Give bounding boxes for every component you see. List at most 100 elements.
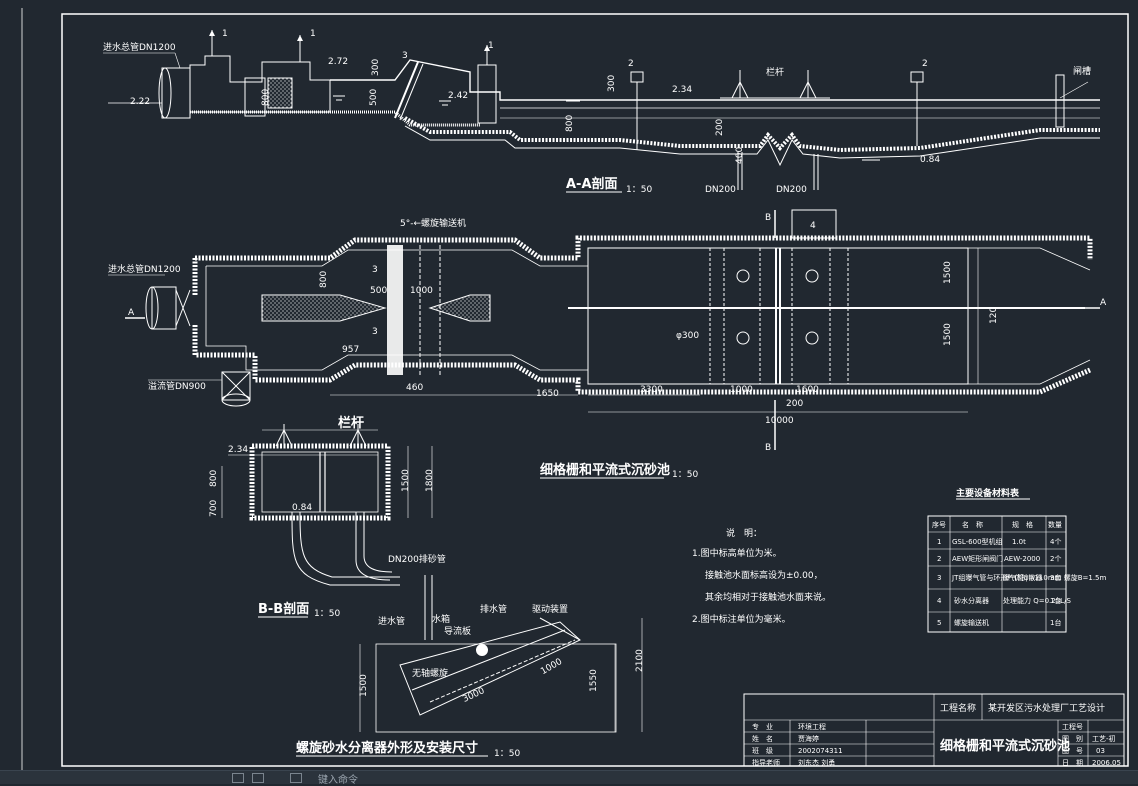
bb-dim-800: 800 — [209, 470, 219, 487]
aa-elev-272: 2.72 — [328, 57, 348, 67]
tb-row2-label: 姓 名 — [752, 734, 773, 743]
bb-dim-700: 700 — [209, 500, 219, 517]
command-bar[interactable]: 键入命令 — [0, 770, 1138, 786]
terminal-icon[interactable] — [290, 773, 302, 783]
plan-scale: 1：50 — [672, 470, 698, 480]
sep-dim-1550: 1550 — [589, 669, 599, 692]
notes-heading: 说 明： — [726, 527, 762, 539]
mat-r3-name: JT组曝气管与环形气体扩散器 — [951, 573, 1042, 582]
sep-inlet-label: 进水管 — [378, 615, 405, 627]
mat-header-qty: 数量 — [1048, 520, 1062, 529]
bb-elev-084: 0.84 — [292, 503, 312, 513]
tb-project-name: 某开发区污水处理厂工艺设计 — [988, 702, 1105, 714]
aa-dim-300b: 300 — [607, 75, 617, 92]
aa-dn200-a: DN200 — [705, 185, 736, 195]
notes: 说 明： 1.图中标高单位为米。 接触池水面标高设为±0.00， 其余均相对于接… — [692, 527, 831, 625]
separator-view: 进水管 水箱 导流板 排水管 驱动装置 无轴螺旋 1500 1550 2100 … — [296, 603, 645, 759]
tb-row1-value: 环境工程 — [798, 722, 826, 731]
mat-r2-name: AEW矩形闸阀门 — [952, 554, 1003, 563]
aa-mark-1a: 1 — [222, 29, 228, 39]
aa-section-title: A-A剖面 — [566, 176, 618, 192]
aa-elev-084: 0.84 — [920, 155, 940, 165]
mat-r2-no: 2 — [937, 555, 941, 563]
aa-mark-1c: 1 — [488, 41, 494, 51]
plan-dim-120: 120 — [989, 307, 999, 324]
mat-r1-spec: 1.0t — [1012, 538, 1026, 546]
plan-inlet-main-label: 进水总管DN1200 — [108, 263, 181, 275]
aa-section-scale: 1：50 — [626, 185, 652, 195]
tb-row4-value: 刘东杰 刘勇 — [798, 758, 835, 767]
sep-shaftless-label: 无轴螺旋 — [412, 667, 448, 679]
mat-r1-no: 1 — [937, 538, 941, 546]
plan-dim-957: 957 — [342, 345, 359, 355]
mat-r3-spec: 曝气管φ=110mm 螺旋B=1.5m — [1003, 573, 1107, 582]
tb-row3-label: 班 级 — [752, 746, 773, 755]
title-block: 工程名称 某开发区污水处理厂工艺设计 细格栅和平流式沉砂池 专 业 环境工程 姓… — [743, 693, 1125, 767]
plan-conveyor-label: 5°-←螺旋输送机 — [400, 217, 466, 229]
bb-elev-234: 2.34 — [228, 445, 248, 455]
aa-railing-label: 栏杆 — [766, 66, 784, 78]
materials-title: 主要设备材料表 — [956, 487, 1020, 499]
mat-r4-qty: 1台 — [1050, 596, 1061, 605]
mat-r1-name: GSL-600型机组 — [952, 537, 1003, 546]
tb-right-label-2: 图 别 — [1062, 734, 1083, 743]
aa-mark-1b: 1 — [310, 29, 316, 39]
aa-elev-242: 2.42 — [448, 91, 468, 101]
plan-dim-1000: 1000 — [410, 286, 433, 296]
plan-view: 进水总管DN1200 溢流管DN900 5°-←螺旋输送机 A A B B 4 … — [108, 209, 1107, 480]
bb-railing-label: 栏杆 — [338, 415, 364, 431]
plan-mark-b-bottom: B — [765, 443, 771, 453]
sep-dim-3000: 3000 — [461, 686, 486, 705]
drawing-frame — [61, 13, 1129, 767]
notes-line-4: 2.图中标注单位为毫米。 — [692, 613, 791, 625]
aa-elev-222: 2.22 — [130, 97, 150, 107]
mat-r4-no: 4 — [937, 597, 942, 605]
plan-mark-a-left: A — [128, 308, 135, 318]
plan-dim-200: 200 — [786, 399, 803, 409]
close-icon[interactable] — [232, 773, 244, 783]
plan-dim-500: 500 — [370, 286, 387, 296]
mat-header-name: 名 称 — [962, 520, 983, 529]
bb-scale: 1：50 — [314, 609, 340, 619]
plan-dim-1000b: 1000 — [730, 385, 753, 395]
sep-scale: 1：50 — [494, 749, 520, 759]
notes-line-1: 1.图中标高单位为米。 — [692, 547, 782, 559]
tb-right-value-4: 2006.05 — [1092, 759, 1121, 767]
aa-dim-500: 500 — [369, 89, 379, 106]
mat-header-spec: 规 格 — [1012, 520, 1033, 529]
tb-right-value-2: 工艺-初 — [1092, 734, 1116, 743]
sep-drive-label: 驱动装置 — [532, 603, 568, 615]
settings-icon[interactable] — [252, 773, 264, 783]
tb-row1-label: 专 业 — [752, 722, 773, 731]
plan-dim-1500b: 1500 — [943, 323, 953, 346]
plan-phi300: φ300 — [676, 331, 699, 341]
notes-line-2: 接触池水面标高设为±0.00， — [705, 569, 823, 581]
mat-r1-qty: 4个 — [1050, 538, 1061, 546]
sep-guide-label: 导流板 — [444, 625, 471, 637]
plan-dim-1600: 1600 — [796, 385, 819, 395]
aa-dim-800: 800 — [261, 89, 271, 106]
aa-elev-234: 2.34 — [672, 85, 692, 95]
sep-dim-2100: 2100 — [635, 649, 645, 672]
plan-title: 细格栅和平流式沉砂池 — [540, 462, 670, 478]
tb-row4-label: 指导老师 — [752, 758, 780, 767]
section-aa: 进水总管DN1200 2.22 2.72 2.42 2.34 0.84 300 … — [103, 29, 1100, 195]
tb-right-label-1: 工程号 — [1062, 722, 1083, 731]
plan-dim-1500a: 1500 — [943, 261, 953, 284]
aa-dim-800b: 800 — [565, 115, 575, 132]
tb-right-label-3: 图 号 — [1062, 747, 1083, 755]
aa-mark-2b: 2 — [922, 59, 928, 69]
aa-gate-slot-label: 闸槽 — [1073, 65, 1091, 77]
plan-mark-b-top: B — [765, 213, 771, 223]
sep-tank-label: 水箱 — [432, 613, 450, 625]
plan-dim-3300: 3300 — [640, 385, 663, 395]
materials-table: 主要设备材料表 序号 名 称 规 格 数量 1 GSL-600型机组 1.0t … — [927, 487, 1107, 633]
bb-dim-1500: 1500 — [401, 469, 411, 492]
command-input[interactable]: 键入命令 — [318, 775, 358, 786]
mat-header-no: 序号 — [932, 520, 946, 529]
aa-dim-300: 300 — [371, 59, 381, 76]
tb-row2-value: 贾海婷 — [798, 734, 819, 743]
mat-r2-qty: 2个 — [1050, 555, 1061, 563]
tb-right-label-4: 日 期 — [1062, 759, 1083, 767]
